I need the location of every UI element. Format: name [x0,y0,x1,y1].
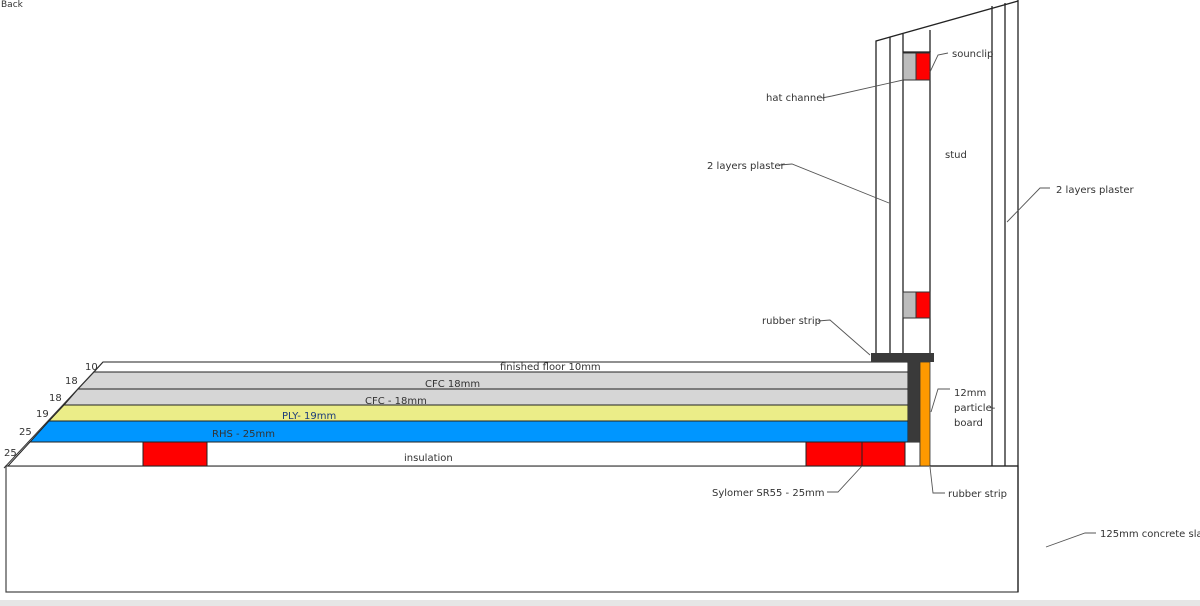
layer-label: RHS - 25mm [212,429,275,440]
thickness-label: 18 [49,393,62,404]
thickness-label: 10 [85,362,98,373]
back-link[interactable]: Back [1,0,23,10]
layer-label: CFC - 18mm [365,396,427,407]
annotation-particleboard: 12mm [954,388,986,399]
annotation-concrete: 125mm concrete slab [1100,529,1200,540]
annotation-rubber-strip-bottom: rubber strip [948,489,1007,500]
soundclip [915,52,931,81]
sylomer-block [861,441,906,467]
annotation-stud: stud [945,150,967,161]
annotation-plaster-right: 2 layers plaster [1056,185,1135,196]
thickness-label: 19 [36,409,49,420]
annotation-particleboard: board [954,418,983,429]
wall [875,0,1019,592]
layer-rhs [28,420,909,443]
rubber-strip-vertical [908,362,920,442]
hat-channel [902,52,917,81]
layer-cfc-1 [76,371,909,390]
rubber-strip-top [871,353,934,362]
annotation-sylomer: Sylomer SR55 - 25mm [712,488,825,499]
soundclip [915,291,931,319]
thickness-label: 25 [19,427,32,438]
hat-channel [902,291,917,319]
annotation-particleboard: particle- [954,403,996,414]
annotation-sounclip: sounclip [952,49,993,60]
annotation-plaster-left: 2 layers plaster [707,161,786,172]
leader-lines [779,52,1096,548]
layer-label: PLY- 19mm [282,411,336,422]
layer-ply [47,404,909,422]
annotation-hat-channel: hat channel [766,93,825,104]
layer-cfc-2 [62,388,909,406]
thickness-label: 25 [4,448,17,459]
thickness-label: 18 [65,376,78,387]
layer-label: CFC 18mm [425,379,480,390]
concrete-slab [5,465,1019,593]
layer-label: finished floor 10mm [500,362,601,373]
sylomer-block [142,441,208,467]
bottom-scrollbar[interactable] [0,600,1200,606]
particleboard [919,361,931,467]
annotation-rubber-strip-top: rubber strip [762,316,821,327]
sylomer-block [805,441,863,467]
slant-edge [3,361,104,469]
layer-label: insulation [404,453,453,464]
